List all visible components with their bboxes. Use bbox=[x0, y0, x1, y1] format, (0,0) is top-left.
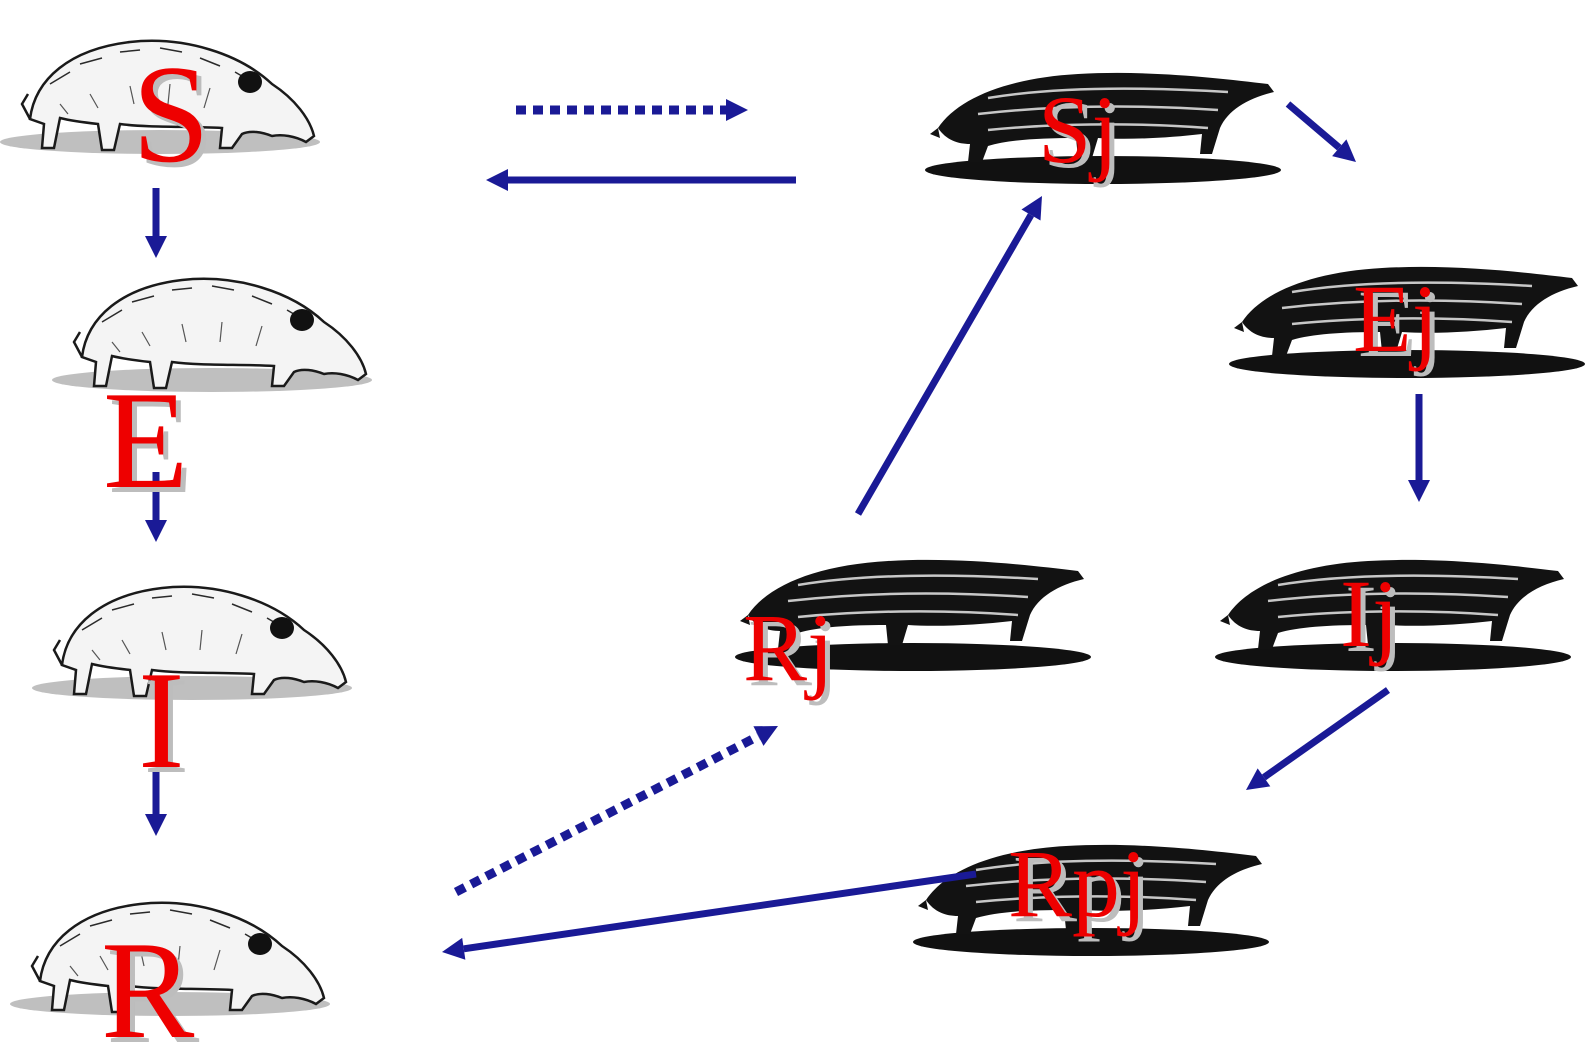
arrow-e-to-i bbox=[145, 472, 167, 542]
arrow-shaft bbox=[463, 870, 977, 953]
arrow-ej-to-ij bbox=[1408, 394, 1430, 502]
arrowhead bbox=[726, 99, 748, 121]
arrowhead bbox=[442, 937, 466, 960]
svg-text:Rpj: Rpj bbox=[1013, 835, 1152, 942]
arrowhead bbox=[1246, 768, 1271, 790]
node-label-ej: Ej Ej bbox=[1353, 265, 1443, 377]
svg-text:Sj: Sj bbox=[1038, 76, 1118, 183]
svg-text:Sj: Sj bbox=[1043, 81, 1123, 188]
node-label-s: S S bbox=[132, 37, 215, 197]
arrow-shaft bbox=[1285, 101, 1342, 151]
adult-boar-icon bbox=[30, 585, 354, 702]
arrow-r-to-rj bbox=[453, 726, 778, 896]
arrow-sj-to-ej bbox=[1285, 101, 1356, 162]
arrow-rj-to-sj bbox=[854, 196, 1042, 516]
arrow-sj-to-s bbox=[486, 169, 796, 191]
arrowhead bbox=[145, 814, 167, 836]
node-label-sj: Sj Sj bbox=[1038, 76, 1123, 188]
arrow-ij-to-rpj bbox=[1246, 687, 1391, 790]
svg-text:R: R bbox=[101, 913, 195, 1042]
svg-text:S: S bbox=[132, 37, 210, 192]
svg-text:E: E bbox=[108, 368, 194, 523]
arrowhead bbox=[1332, 139, 1356, 162]
arrowhead bbox=[753, 726, 778, 746]
arrow-s-to-e bbox=[145, 188, 167, 258]
svg-text:Rj: Rj bbox=[748, 599, 839, 706]
node-label-r: R R bbox=[101, 913, 200, 1042]
node-label-ij: Ij Ij bbox=[1340, 560, 1404, 672]
arrow-rpj-to-r bbox=[442, 870, 977, 960]
arrow-shaft bbox=[453, 732, 761, 896]
arrow-shaft bbox=[1261, 687, 1391, 781]
arrow-i-to-r bbox=[145, 770, 167, 836]
svg-text:I: I bbox=[143, 648, 190, 803]
arrowhead bbox=[1408, 480, 1430, 502]
arrow-layer bbox=[145, 99, 1430, 960]
arrow-shaft bbox=[854, 213, 1035, 516]
arrowhead bbox=[145, 520, 167, 542]
svg-text:Rj: Rj bbox=[743, 594, 834, 701]
arrowhead bbox=[1021, 196, 1042, 221]
node-label-e: E E bbox=[103, 363, 194, 523]
node-label-i: I I bbox=[138, 643, 190, 803]
svg-text:R: R bbox=[106, 918, 200, 1042]
svg-text:Ij: Ij bbox=[1340, 560, 1399, 667]
svg-text:S: S bbox=[137, 42, 215, 197]
node-label-rj: Rj Rj bbox=[743, 594, 839, 706]
adult-boar-icon bbox=[50, 277, 374, 394]
svg-text:Rpj: Rpj bbox=[1008, 830, 1147, 937]
svg-text:Ej: Ej bbox=[1353, 265, 1438, 372]
arrowhead bbox=[486, 169, 508, 191]
node-label-rpj: Rpj Rpj bbox=[1008, 830, 1152, 942]
svg-text:I: I bbox=[138, 643, 185, 798]
arrowhead bbox=[145, 236, 167, 258]
svg-text:Ej: Ej bbox=[1358, 270, 1443, 377]
svg-text:Ij: Ij bbox=[1345, 565, 1404, 672]
svg-text:E: E bbox=[103, 363, 189, 518]
arrow-s-to-sj bbox=[516, 99, 748, 121]
